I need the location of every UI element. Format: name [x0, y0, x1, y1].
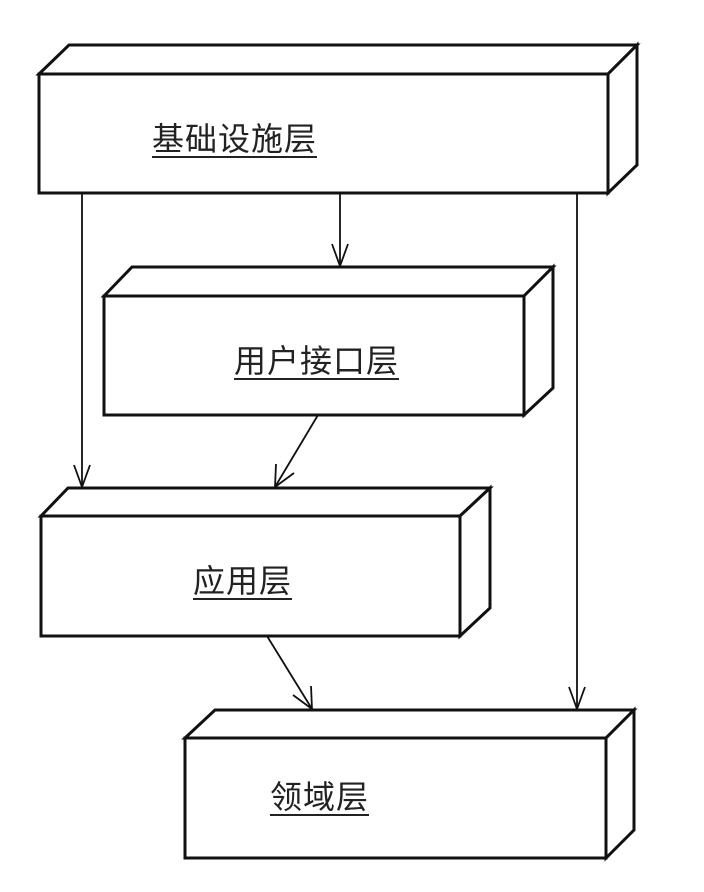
- box-application[interactable]: [37, 484, 494, 640]
- box-user-interface-top-face: [100, 265, 557, 298]
- arrow-head-icon: [274, 463, 295, 489]
- box-user-interface-front-face: [102, 294, 526, 417]
- box-domain-front-face: [183, 736, 608, 860]
- arrow-infrastructure-to-application: [73, 193, 91, 490]
- arrow-head-icon: [292, 685, 313, 711]
- arrow-head-icon: [73, 464, 91, 490]
- arrow-head-icon: [568, 686, 586, 712]
- arrow-infrastructure-to-domain: [568, 193, 586, 712]
- label-domain: 领域层: [270, 778, 370, 816]
- arrow-infrastructure-to-user-interface: [331, 193, 349, 269]
- box-domain-top-face: [181, 708, 638, 740]
- label-infrastructure: 基础设施层: [152, 120, 318, 158]
- arrow-line: [274, 414, 319, 488]
- label-application: 应用层: [193, 562, 293, 600]
- arrow-head-icon: [331, 243, 349, 269]
- box-application-front-face: [39, 514, 462, 638]
- arrow-user-interface-to-application: [274, 414, 319, 489]
- box-infrastructure-front-face: [37, 72, 610, 195]
- box-application-side-face: [458, 484, 492, 640]
- box-infrastructure[interactable]: [35, 41, 641, 197]
- label-user-interface: 用户接口层: [234, 342, 400, 380]
- box-application-top-face: [37, 486, 494, 518]
- arrow-application-to-domain: [266, 635, 313, 711]
- box-domain[interactable]: [181, 706, 638, 862]
- box-infrastructure-top-face: [35, 43, 641, 76]
- box-domain-side-face: [604, 706, 636, 862]
- arrow-line: [266, 635, 313, 710]
- box-user-interface[interactable]: [100, 263, 557, 419]
